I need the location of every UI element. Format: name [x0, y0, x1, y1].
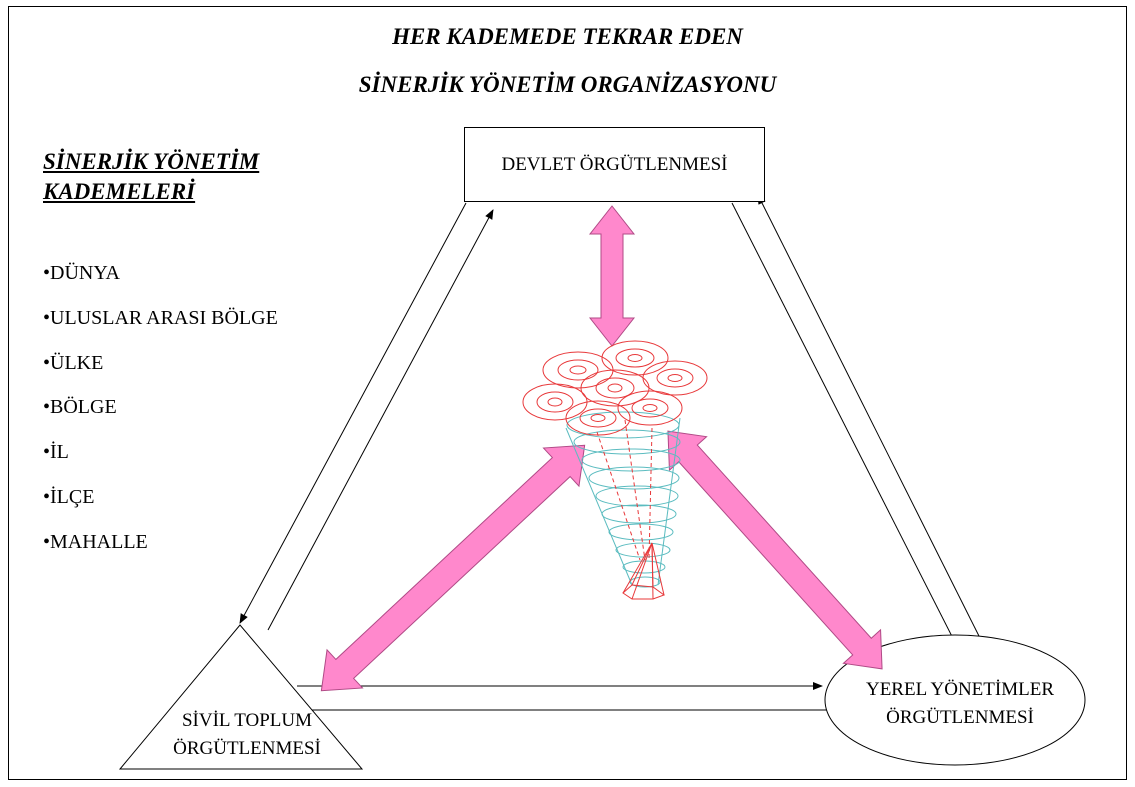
synergy-cone-symbol: [522, 340, 708, 600]
arrow-state-to-local: [731, 202, 967, 665]
local-government-label-line-2: ÖRGÜTLENMESİ: [886, 707, 1034, 728]
civil-society-label-line-1: SİVİL TOPLUM: [181, 710, 313, 731]
double-arrow-state-center: [588, 205, 636, 347]
levels-list: •DÜNYA •ULUSLAR ARASI BÖLGE •ÜLKE •BÖLGE…: [43, 260, 278, 574]
level-item: •DÜNYA: [43, 262, 121, 284]
arrow-civil-to-state: [267, 209, 494, 631]
level-item: •ULUSLAR ARASI BÖLGE: [43, 306, 278, 329]
diagram-frame: [8, 6, 1127, 780]
state-organization-box: DEVLET ÖRGÜTLENMESİ: [464, 127, 765, 202]
connector-arrows: [239, 194, 994, 714]
levels-heading-line-1: SİNERJİK YÖNETİM: [43, 149, 260, 174]
double-arrow-center-local: [667, 430, 883, 670]
arrow-local-to-state: [757, 194, 994, 665]
levels-heading-line-2: KADEMELERİ: [43, 179, 196, 204]
double-arrow-center-civil: [320, 444, 586, 692]
pink-double-arrows: [320, 205, 883, 692]
title-line-2: SİNERJİK YÖNETİM ORGANİZASYONU: [358, 72, 777, 97]
civil-society-label: SİVİL TOPLUM ÖRGÜTLENMESİ: [147, 707, 347, 763]
civil-society-label-line-2: ÖRGÜTLENMESİ: [173, 738, 321, 759]
level-item: •İL: [43, 441, 69, 464]
level-item: •ÜLKE: [43, 351, 104, 374]
levels-heading: SİNERJİK YÖNETİM KADEMELERİ: [43, 147, 259, 207]
arrow-state-to-civil: [239, 202, 467, 624]
level-item: •BÖLGE: [43, 396, 117, 419]
local-government-label-line-1: YEREL YÖNETİMLER: [865, 679, 1055, 700]
local-government-label: YEREL YÖNETİMLER ÖRGÜTLENMESİ: [830, 676, 1090, 732]
level-item: •MAHALLE: [43, 530, 148, 553]
local-government-ellipse: [824, 634, 1086, 766]
title-line-1: HER KADEMEDE TEKRAR EDEN: [392, 24, 743, 49]
level-item: •İLÇE: [43, 485, 95, 508]
civil-society-triangle: [118, 624, 364, 770]
